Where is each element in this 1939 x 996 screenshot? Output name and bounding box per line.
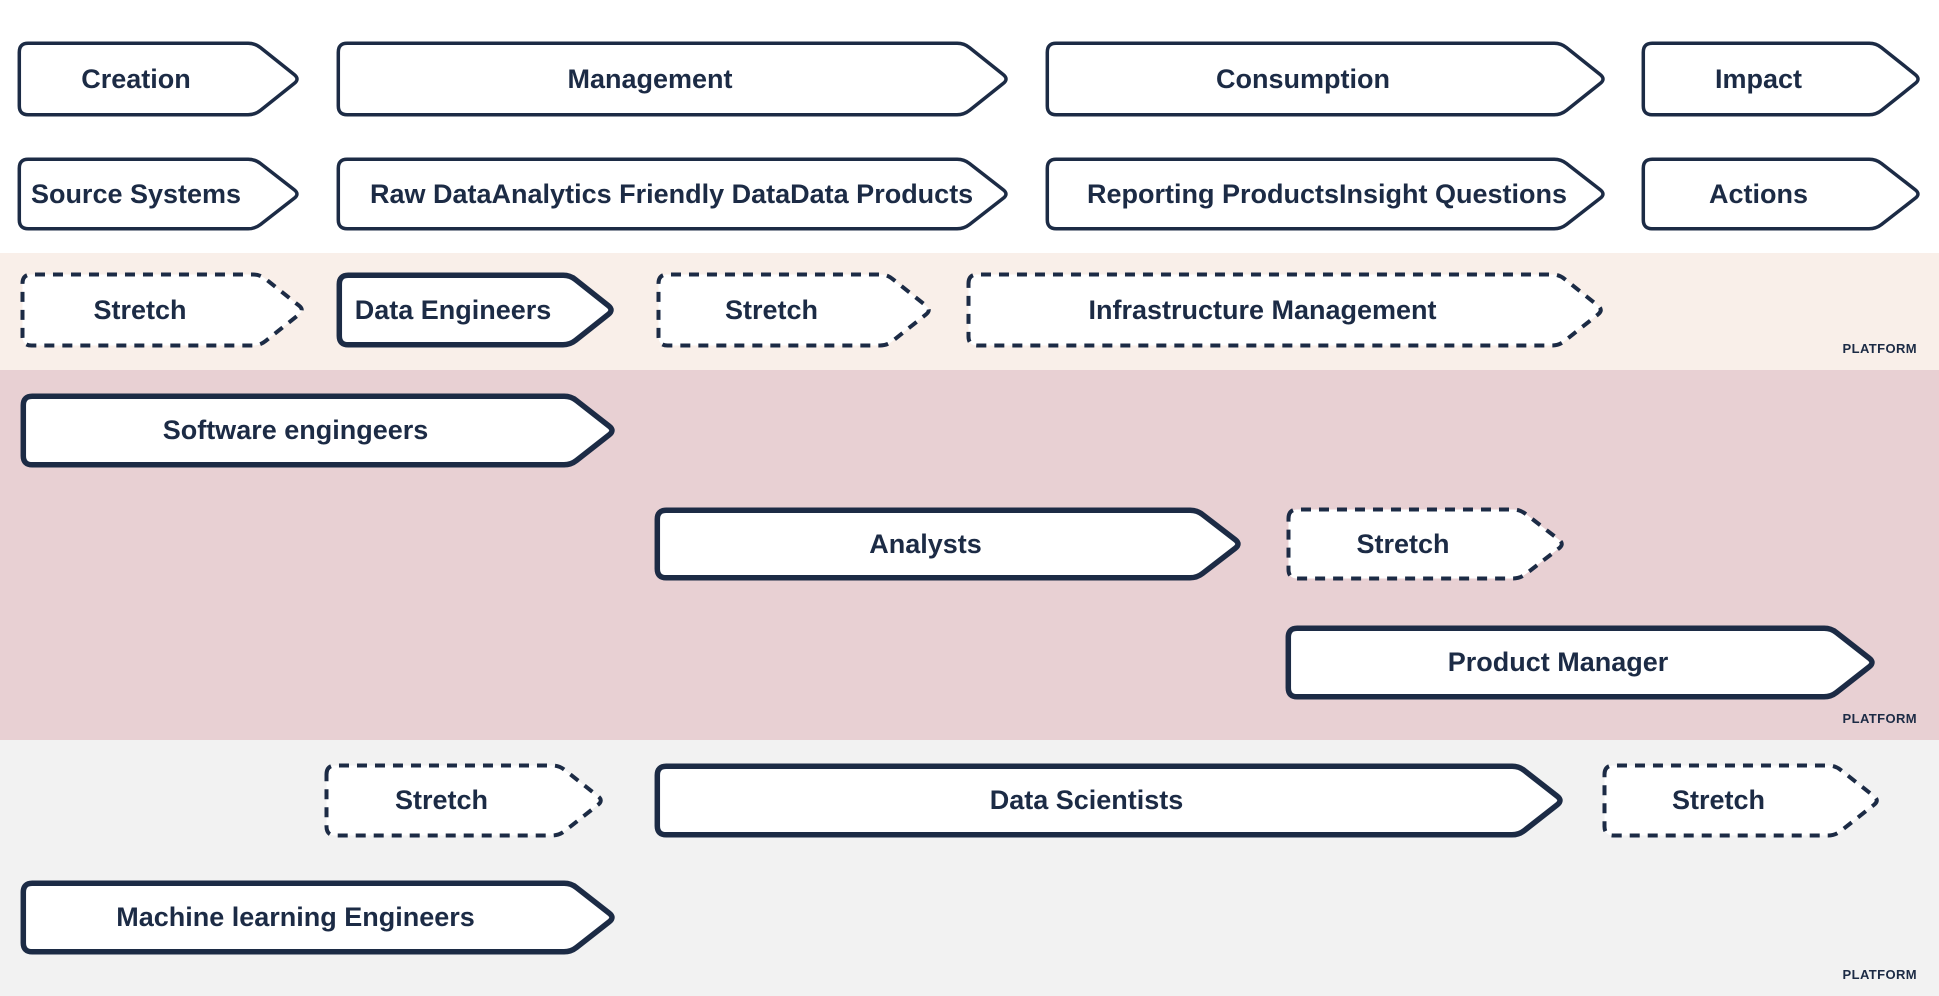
chevron-arrow-shape	[1641, 41, 1920, 117]
artifact-label-actions: Actions	[1708, 178, 1808, 209]
chevron-arrow-shape	[1602, 763, 1879, 838]
role-arrow-analysts: Analysts	[654, 507, 1244, 581]
role-label-product-manager: Product Manager	[1447, 647, 1669, 677]
role-arrow-stretch-creation: Stretch	[20, 272, 307, 348]
stage-label-consumption: Consumption	[1216, 63, 1390, 94]
artifact-label-source-systems: Source Systems	[30, 178, 242, 209]
stage-arrow-creation: Creation	[17, 41, 302, 117]
role-label-analysts: Analysts	[869, 528, 982, 559]
artifact-label-data-products: Data Products	[790, 178, 974, 209]
chevron-arrow-shape	[656, 272, 931, 348]
role-label-stretch: Stretch	[1356, 528, 1450, 559]
role-arrow-infrastructure-management: Infrastructure Management	[966, 272, 1606, 348]
artifact-arrow-source-systems: Source Systems	[17, 157, 302, 231]
role-label-stretch: Stretch	[1671, 785, 1766, 815]
platform-band-label: PLATFORM	[1842, 711, 1917, 726]
chevron-arrow-shape	[1045, 157, 1605, 231]
chevron-arrow-shape	[336, 41, 1008, 117]
role-label-stretch: Stretch	[394, 785, 489, 815]
chevron-arrow-shape	[1045, 41, 1605, 117]
role-label-stretch: Stretch	[93, 294, 187, 325]
role-label-data-scientists: Data Scientists	[989, 785, 1184, 815]
chevron-arrow-shape	[654, 507, 1241, 581]
chevron-arrow-shape	[966, 272, 1603, 348]
chevron-arrow-shape	[17, 41, 299, 117]
role-arrow-stretch-management: Stretch	[656, 272, 934, 348]
artifact-label-raw-data: Raw Data	[370, 178, 492, 209]
role-arrow-stretch-data-scientists-left: Stretch	[324, 763, 606, 838]
chevron-arrow-shape	[20, 393, 615, 468]
role-arrow-stretch-data-scientists-right: Stretch	[1602, 763, 1882, 838]
role-arrow-software-engineers: Software engingeers	[20, 393, 618, 468]
chevron-arrow-shape	[1641, 157, 1920, 231]
role-label-infrastructure-management: Infrastructure Management	[1088, 294, 1437, 325]
chevron-arrow-shape	[654, 763, 1563, 838]
platform-band-label: PLATFORM	[1842, 967, 1917, 982]
role-label-machine-learning-engineers: Machine learning Engineers	[116, 902, 475, 932]
role-label-software-engineers: Software engingeers	[162, 415, 429, 445]
chevron-arrow-shape	[20, 880, 615, 955]
artifact-arrow-actions: Actions	[1641, 157, 1923, 231]
artifact-arrow-management-data: Raw Data Analytics Friendly Data Data Pr…	[336, 157, 1011, 231]
role-arrow-machine-learning-engineers: Machine learning Engineers	[20, 880, 618, 955]
chevron-arrow-shape	[1285, 625, 1875, 700]
chevron-arrow-shape	[336, 272, 614, 348]
chevron-arrow-shape	[336, 157, 1008, 231]
role-label-data-engineers: Data Engineers	[354, 294, 552, 325]
role-arrow-data-scientists: Data Scientists	[654, 763, 1566, 838]
chevron-arrow-shape	[1286, 507, 1564, 581]
stage-arrow-impact: Impact	[1641, 41, 1923, 117]
role-arrow-product-manager: Product Manager	[1285, 625, 1878, 700]
chevron-arrow-shape	[17, 157, 299, 231]
artifact-arrow-consumption-data: Reporting Products Insight Questions	[1045, 157, 1608, 231]
stage-arrow-management: Management	[336, 41, 1011, 117]
artifact-label-reporting-products: Reporting Products	[1087, 178, 1340, 209]
role-arrow-data-engineers: Data Engineers	[336, 272, 617, 348]
stage-label-creation: Creation	[81, 63, 191, 94]
stage-label-management: Management	[567, 63, 733, 94]
platform-band-label: PLATFORM	[1842, 341, 1917, 356]
role-label-stretch: Stretch	[724, 294, 819, 325]
artifact-label-insight-questions: Insight Questions	[1339, 178, 1568, 209]
chevron-arrow-shape	[324, 763, 603, 838]
role-arrow-stretch-analysts: Stretch	[1286, 507, 1567, 581]
artifact-label-analytics-friendly-data: Analytics Friendly Data	[491, 178, 791, 209]
stage-label-impact: Impact	[1714, 63, 1803, 94]
chevron-arrow-shape	[20, 272, 304, 348]
stage-arrow-consumption: Consumption	[1045, 41, 1608, 117]
